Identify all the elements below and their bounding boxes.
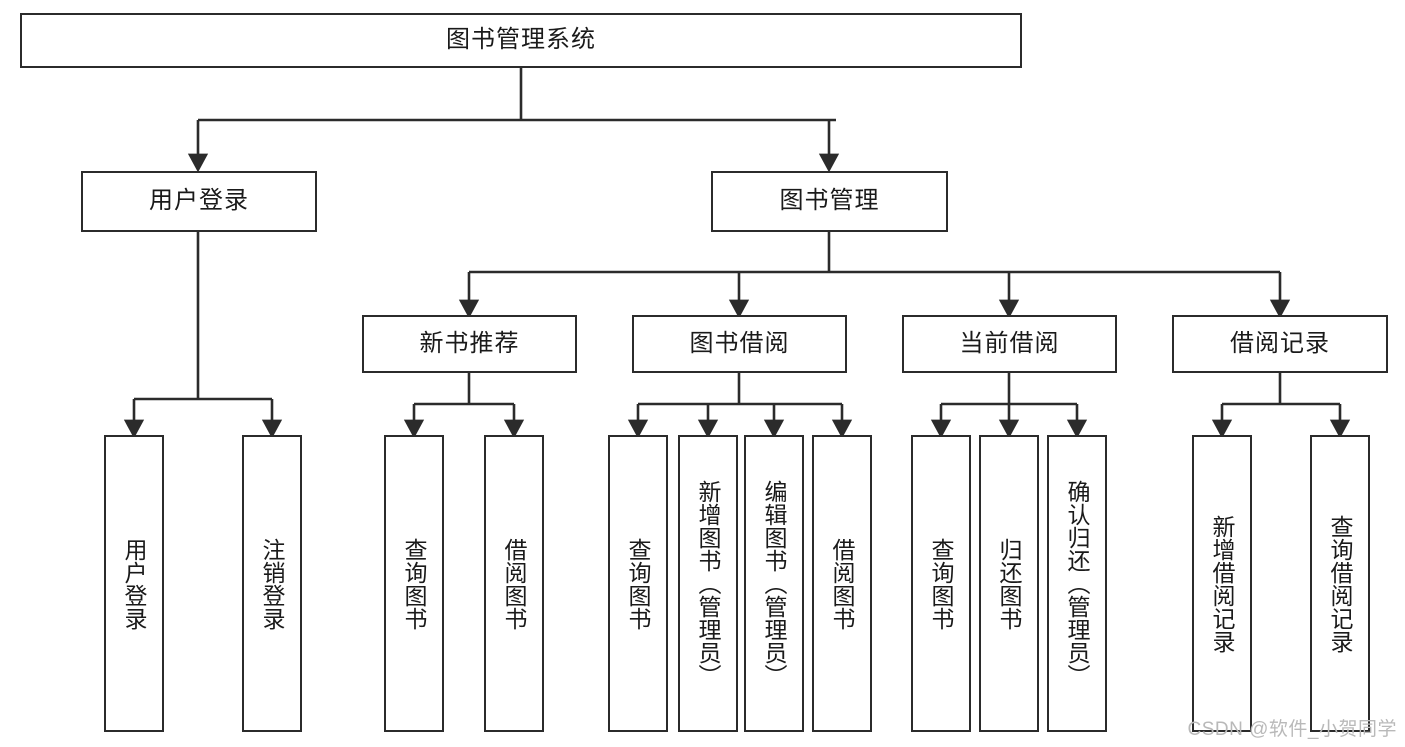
node-leaf-user-login-login-label: 用户登录: [121, 537, 148, 630]
node-book-borrow-label: 图书借阅: [689, 329, 790, 357]
node-borrow-record[interactable]: 借阅记录: [1172, 315, 1388, 373]
node-leaf-current-confirm-return[interactable]: 确认归还（管理员）: [1047, 435, 1107, 732]
node-leaf-user-login-login[interactable]: 用户登录: [104, 435, 164, 732]
node-book-management-label: 图书管理: [779, 187, 880, 215]
node-new-book-recommend-label: 新书推荐: [419, 329, 520, 357]
csdn-watermark: CSDN @软件_小贺同学: [1187, 719, 1397, 740]
node-leaf-current-query-book-label: 查询图书: [928, 537, 955, 630]
edges-borrowrecord-to-leaves: [1211, 373, 1351, 439]
node-borrow-record-label: 借阅记录: [1230, 329, 1330, 357]
node-leaf-borrow-add-book[interactable]: 新增图书（管理员）: [678, 435, 738, 732]
node-leaf-borrow-borrow-book[interactable]: 借阅图书: [812, 435, 872, 732]
node-root-system-label: 图书管理系统: [446, 26, 596, 54]
edges-bookmgmt-to-level3: [458, 232, 1291, 319]
edges-currentborrow-to-leaves: [930, 373, 1088, 439]
node-leaf-recommend-query-book-label: 查询图书: [401, 537, 428, 630]
node-leaf-borrow-query-book-label: 查询图书: [625, 537, 652, 630]
node-leaf-record-query[interactable]: 查询借阅记录: [1310, 435, 1370, 732]
node-current-borrow[interactable]: 当前借阅: [902, 315, 1117, 373]
node-leaf-current-confirm-return-label: 确认归还（管理员）: [1064, 480, 1091, 687]
node-new-book-recommend[interactable]: 新书推荐: [362, 315, 577, 373]
node-current-borrow-label: 当前借阅: [959, 329, 1060, 357]
node-root-system[interactable]: 图书管理系统: [20, 13, 1022, 68]
edges-root-to-level2: [187, 68, 840, 173]
node-book-management[interactable]: 图书管理: [711, 171, 948, 232]
node-user-login[interactable]: 用户登录: [81, 171, 317, 232]
node-leaf-borrow-edit-book-label: 编辑图书（管理员）: [761, 480, 788, 687]
node-leaf-borrow-add-book-label: 新增图书（管理员）: [695, 480, 722, 687]
node-leaf-record-query-label: 查询借阅记录: [1327, 514, 1354, 653]
node-user-login-label: 用户登录: [149, 187, 249, 215]
edges-userlogin-to-leaves: [123, 232, 283, 439]
node-leaf-borrow-query-book[interactable]: 查询图书: [608, 435, 668, 732]
node-leaf-recommend-query-book[interactable]: 查询图书: [384, 435, 444, 732]
node-leaf-borrow-borrow-book-label: 借阅图书: [829, 537, 856, 630]
node-leaf-record-add[interactable]: 新增借阅记录: [1192, 435, 1252, 732]
edges-newbook-to-leaves: [403, 373, 525, 439]
node-leaf-current-query-book[interactable]: 查询图书: [911, 435, 971, 732]
node-leaf-user-login-logout-label: 注销登录: [259, 537, 286, 630]
node-leaf-record-add-label: 新增借阅记录: [1209, 514, 1236, 653]
node-leaf-recommend-borrow-book[interactable]: 借阅图书: [484, 435, 544, 732]
node-leaf-recommend-borrow-book-label: 借阅图书: [501, 537, 528, 630]
node-leaf-borrow-edit-book[interactable]: 编辑图书（管理员）: [744, 435, 804, 732]
node-leaf-current-return-book[interactable]: 归还图书: [979, 435, 1039, 732]
edges-bookborrow-to-leaves: [627, 373, 853, 439]
node-leaf-user-login-logout[interactable]: 注销登录: [242, 435, 302, 732]
node-book-borrow[interactable]: 图书借阅: [632, 315, 847, 373]
node-leaf-current-return-book-label: 归还图书: [996, 537, 1023, 630]
